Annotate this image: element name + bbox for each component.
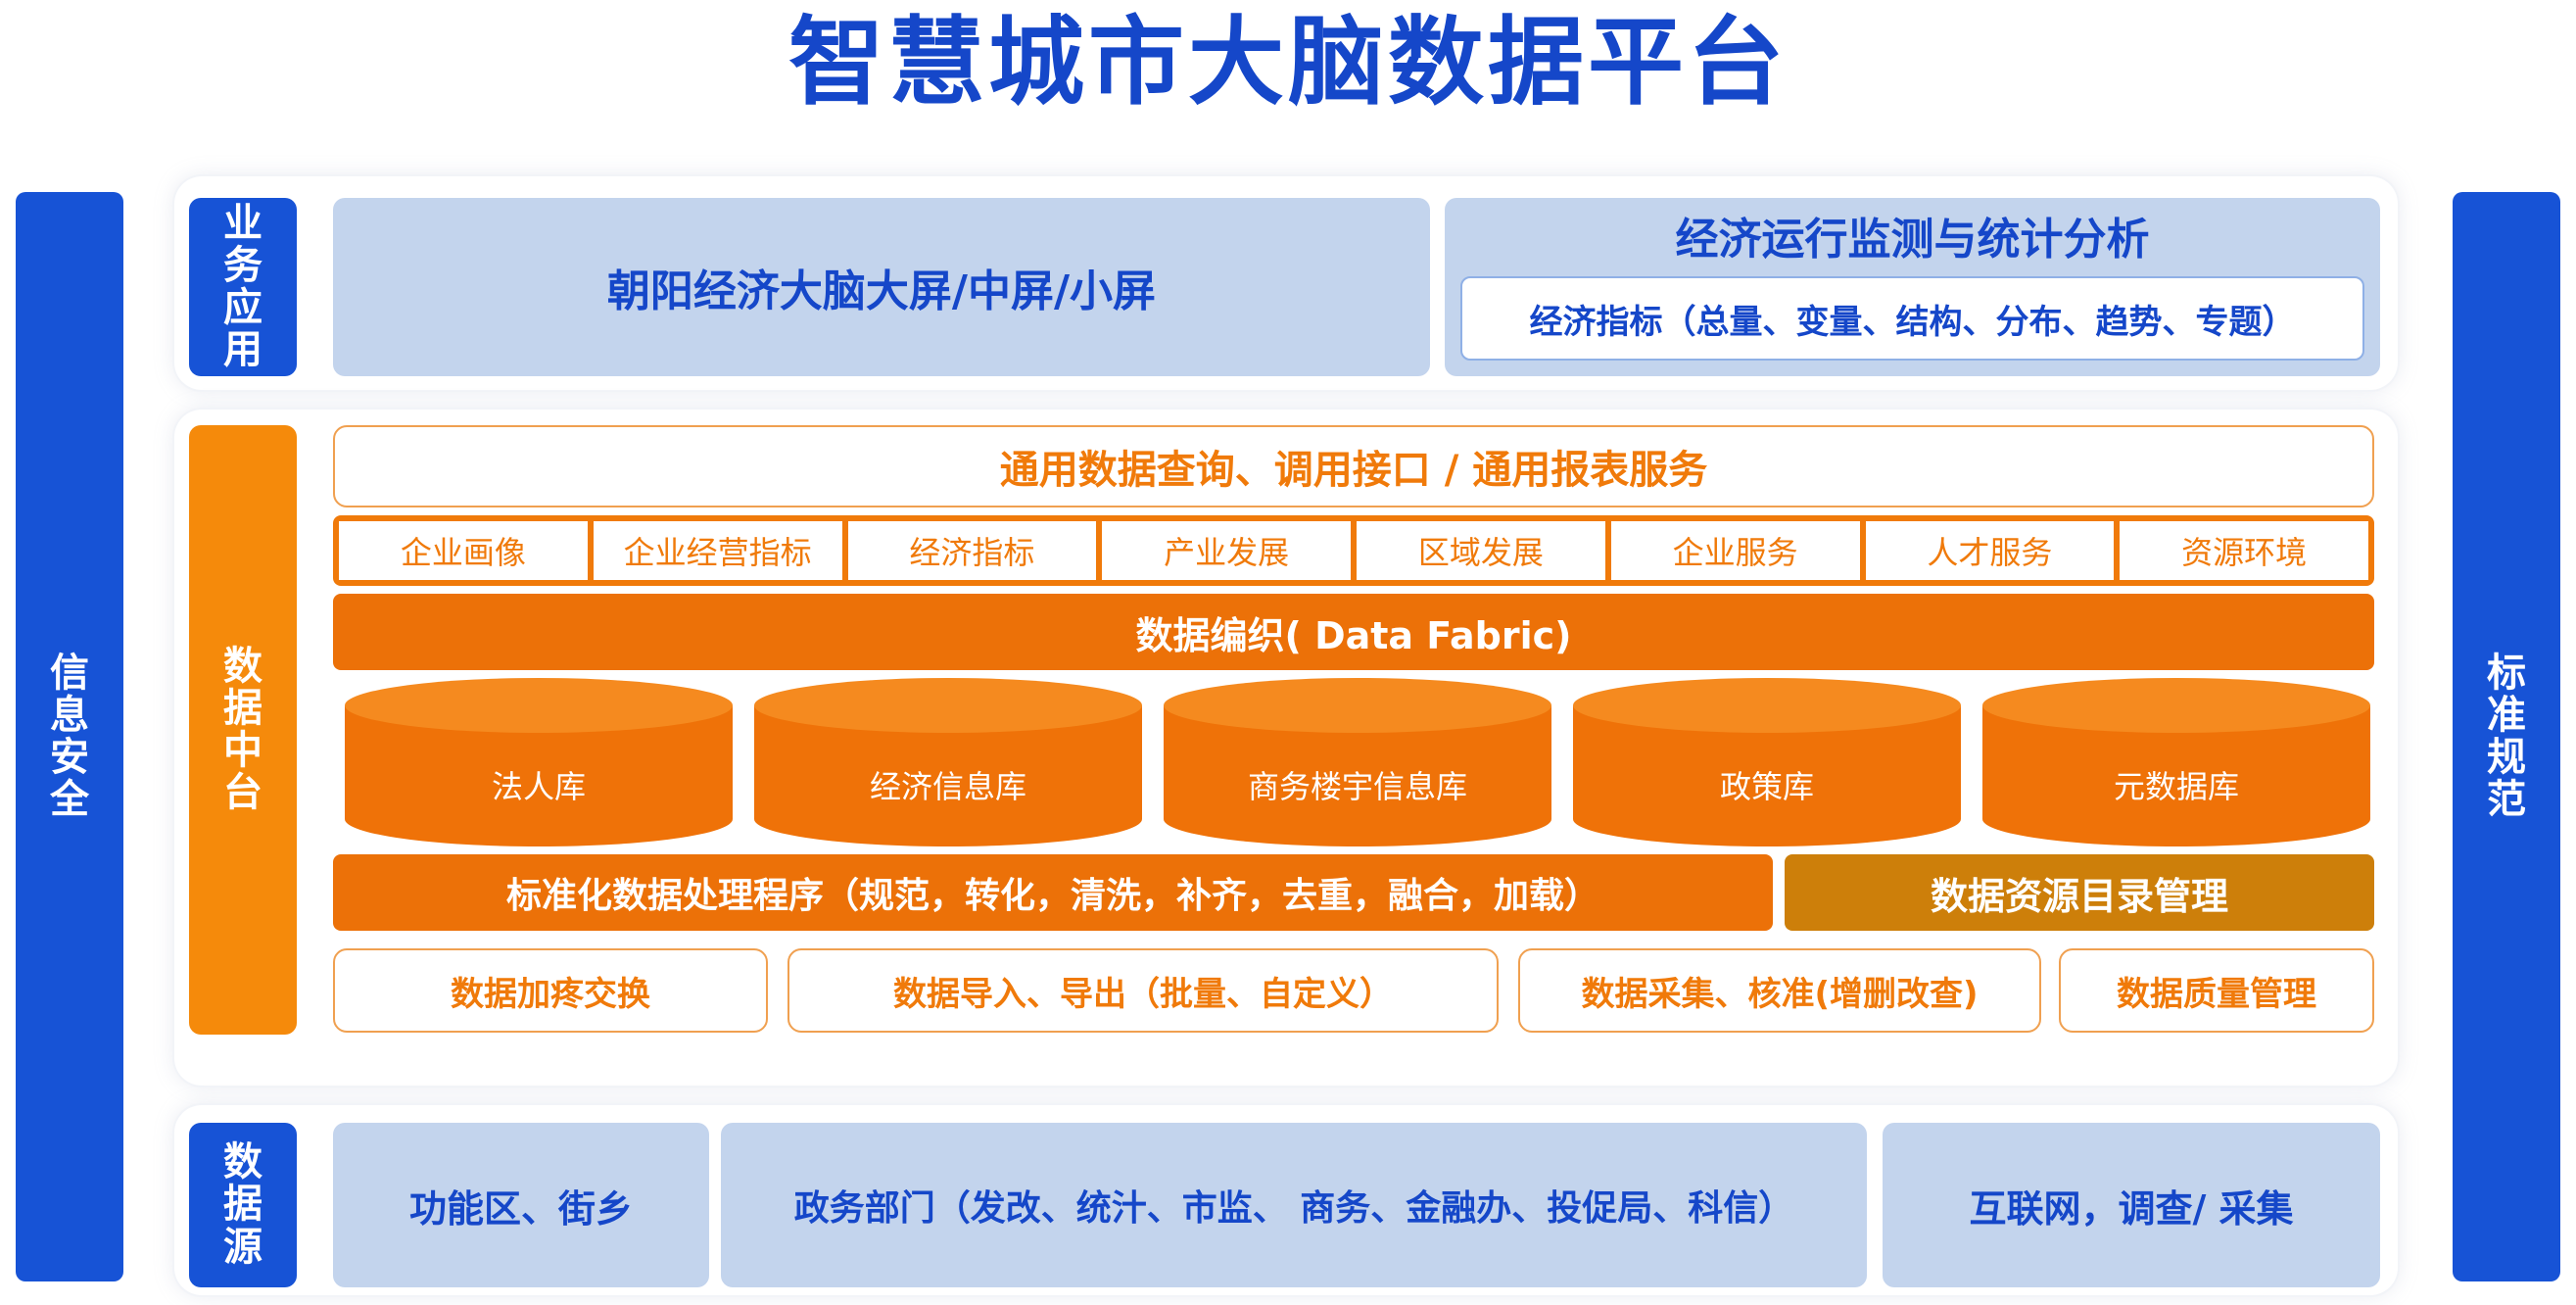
middle-platform-label-char: 数 xyxy=(223,643,262,689)
category-cell: 经济指标 xyxy=(847,521,1097,580)
info-security-char: 信 xyxy=(50,650,89,696)
category-cell: 产业发展 xyxy=(1102,521,1351,580)
database-row: 法人库 经济信息库 商务楼宇信息库 政策库 元数据库 xyxy=(333,676,2374,848)
middle-platform-label-char: 据 xyxy=(223,685,262,731)
application-label-char: 务 xyxy=(223,242,262,288)
info-security-bar: 信 息 安 全 xyxy=(16,192,123,1281)
category-cell: 人才服务 xyxy=(1865,521,2115,580)
application-label-char: 业 xyxy=(223,200,262,246)
catalog-management-bar: 数据资源目录管理 xyxy=(1785,854,2374,931)
standards-bar: 标 准 规 范 xyxy=(2453,192,2560,1281)
application-label-char: 应 xyxy=(223,285,262,330)
standards-char: 范 xyxy=(2487,777,2526,823)
cylinder-icon xyxy=(1573,678,1961,846)
standards-char: 准 xyxy=(2487,692,2526,738)
database-cylinder: 商务楼宇信息库 xyxy=(1162,676,1553,848)
database-cylinder: 经济信息库 xyxy=(752,676,1144,848)
data-source-box: 功能区、街乡 xyxy=(333,1123,709,1287)
cylinder-icon xyxy=(754,678,1142,846)
economic-monitor-box: 经济运行监测与统计分析 经济指标（总量、变量、结构、分布、趋势、专题） xyxy=(1445,198,2380,376)
data-tool-box: 数据加疼交换 xyxy=(333,948,768,1033)
middle-platform-label: 数 据 中 台 xyxy=(189,425,297,1035)
data-tool-box: 数据质量管理 xyxy=(2059,948,2374,1033)
category-cell: 企业服务 xyxy=(1610,521,1860,580)
cylinder-icon xyxy=(1164,678,1551,846)
data-source-label-char: 源 xyxy=(223,1224,262,1270)
middle-platform-label-char: 中 xyxy=(223,728,262,773)
database-label: 政策库 xyxy=(1719,768,1814,805)
cylinder-icon xyxy=(345,678,733,846)
database-label: 法人库 xyxy=(491,768,586,805)
economic-monitor-title: 经济运行监测与统计分析 xyxy=(1675,215,2150,265)
category-strip: 企业画像 企业经营指标 经济指标 产业发展 区域发展 企业服务 人才服务 资源环… xyxy=(333,515,2374,586)
middle-platform-label-char: 台 xyxy=(223,770,262,816)
category-cell: 企业经营指标 xyxy=(593,521,842,580)
info-security-char: 安 xyxy=(50,735,89,780)
common-service-bar: 通用数据查询、调用接口 / 通用报表服务 xyxy=(333,425,2374,508)
data-source-box: 政务部门（发改、统汁、市监、 商务、金融办、投促局、科信） xyxy=(721,1123,1867,1287)
category-cell: 企业画像 xyxy=(339,521,588,580)
category-cell: 资源环境 xyxy=(2120,521,2368,580)
standards-char: 标 xyxy=(2487,650,2526,696)
database-cylinder: 政策库 xyxy=(1571,676,1963,848)
economic-indicator-box: 经济指标（总量、变量、结构、分布、趋势、专题） xyxy=(1460,276,2364,361)
info-security-char: 全 xyxy=(50,777,89,823)
database-label: 元数据库 xyxy=(2113,768,2239,805)
category-cell: 区域发展 xyxy=(1357,521,1605,580)
data-tool-box: 数据导入、导出（批量、自定义） xyxy=(787,948,1499,1033)
big-screen-box: 朝阳经济大脑大屏/中屏/小屏 xyxy=(333,198,1430,376)
data-source-label-char: 据 xyxy=(223,1182,262,1228)
database-cylinder: 法人库 xyxy=(343,676,735,848)
data-fabric-bar: 数据编织( Data Fabric) xyxy=(333,594,2374,670)
application-label: 业 务 应 用 xyxy=(189,198,297,376)
data-source-box: 互联网，调查/ 采集 xyxy=(1883,1123,2380,1287)
data-tool-box: 数据采集、核准(增删改查) xyxy=(1518,948,2041,1033)
standards-char: 规 xyxy=(2487,735,2526,780)
application-label-char: 用 xyxy=(223,327,262,373)
database-label: 商务楼宇信息库 xyxy=(1247,768,1467,805)
page-title: 智慧城市大脑数据平台 xyxy=(787,7,1788,119)
data-processing-bar: 标准化数据处理程序（规范，转化，清洗，补齐，去重，融合，加载） xyxy=(333,854,1773,931)
cylinder-icon xyxy=(1982,678,2370,846)
database-label: 经济信息库 xyxy=(869,768,1026,805)
info-security-char: 息 xyxy=(50,692,89,738)
database-cylinder: 元数据库 xyxy=(1980,676,2372,848)
data-source-label-char: 数 xyxy=(223,1139,262,1185)
data-source-label: 数 据 源 xyxy=(189,1123,297,1287)
